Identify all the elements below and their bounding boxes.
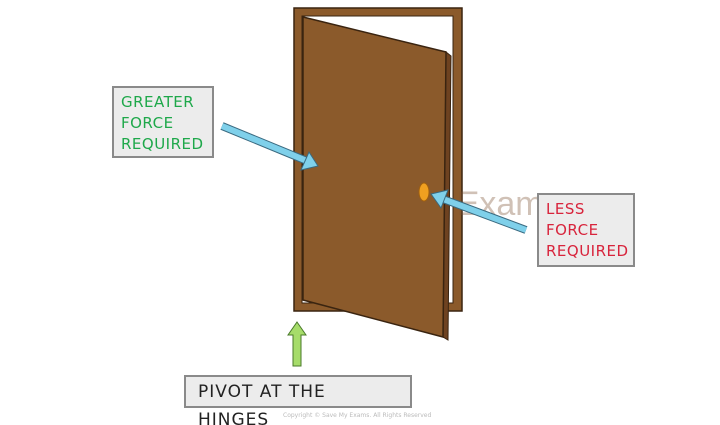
pivot-label: PIVOT AT THE HINGES xyxy=(184,375,412,425)
label-line: REQUIRED xyxy=(546,242,629,260)
label-line: GREATER xyxy=(121,93,195,111)
label-line: REQUIRED xyxy=(121,135,204,153)
label-line: FORCE xyxy=(121,114,174,132)
pivot-arrow xyxy=(287,321,307,367)
door xyxy=(302,16,452,341)
less-force-arrow xyxy=(430,189,528,234)
less-force-label: LESS FORCE REQUIRED xyxy=(537,193,635,267)
copyright-text: Copyright © Save My Exams. All Rights Re… xyxy=(283,412,432,419)
greater-force-arrow xyxy=(220,122,319,171)
door-knob xyxy=(418,182,430,202)
greater-force-label: GREATER FORCE REQUIRED xyxy=(112,86,214,158)
label-line: FORCE xyxy=(546,221,599,239)
label-line: LESS xyxy=(546,200,585,218)
